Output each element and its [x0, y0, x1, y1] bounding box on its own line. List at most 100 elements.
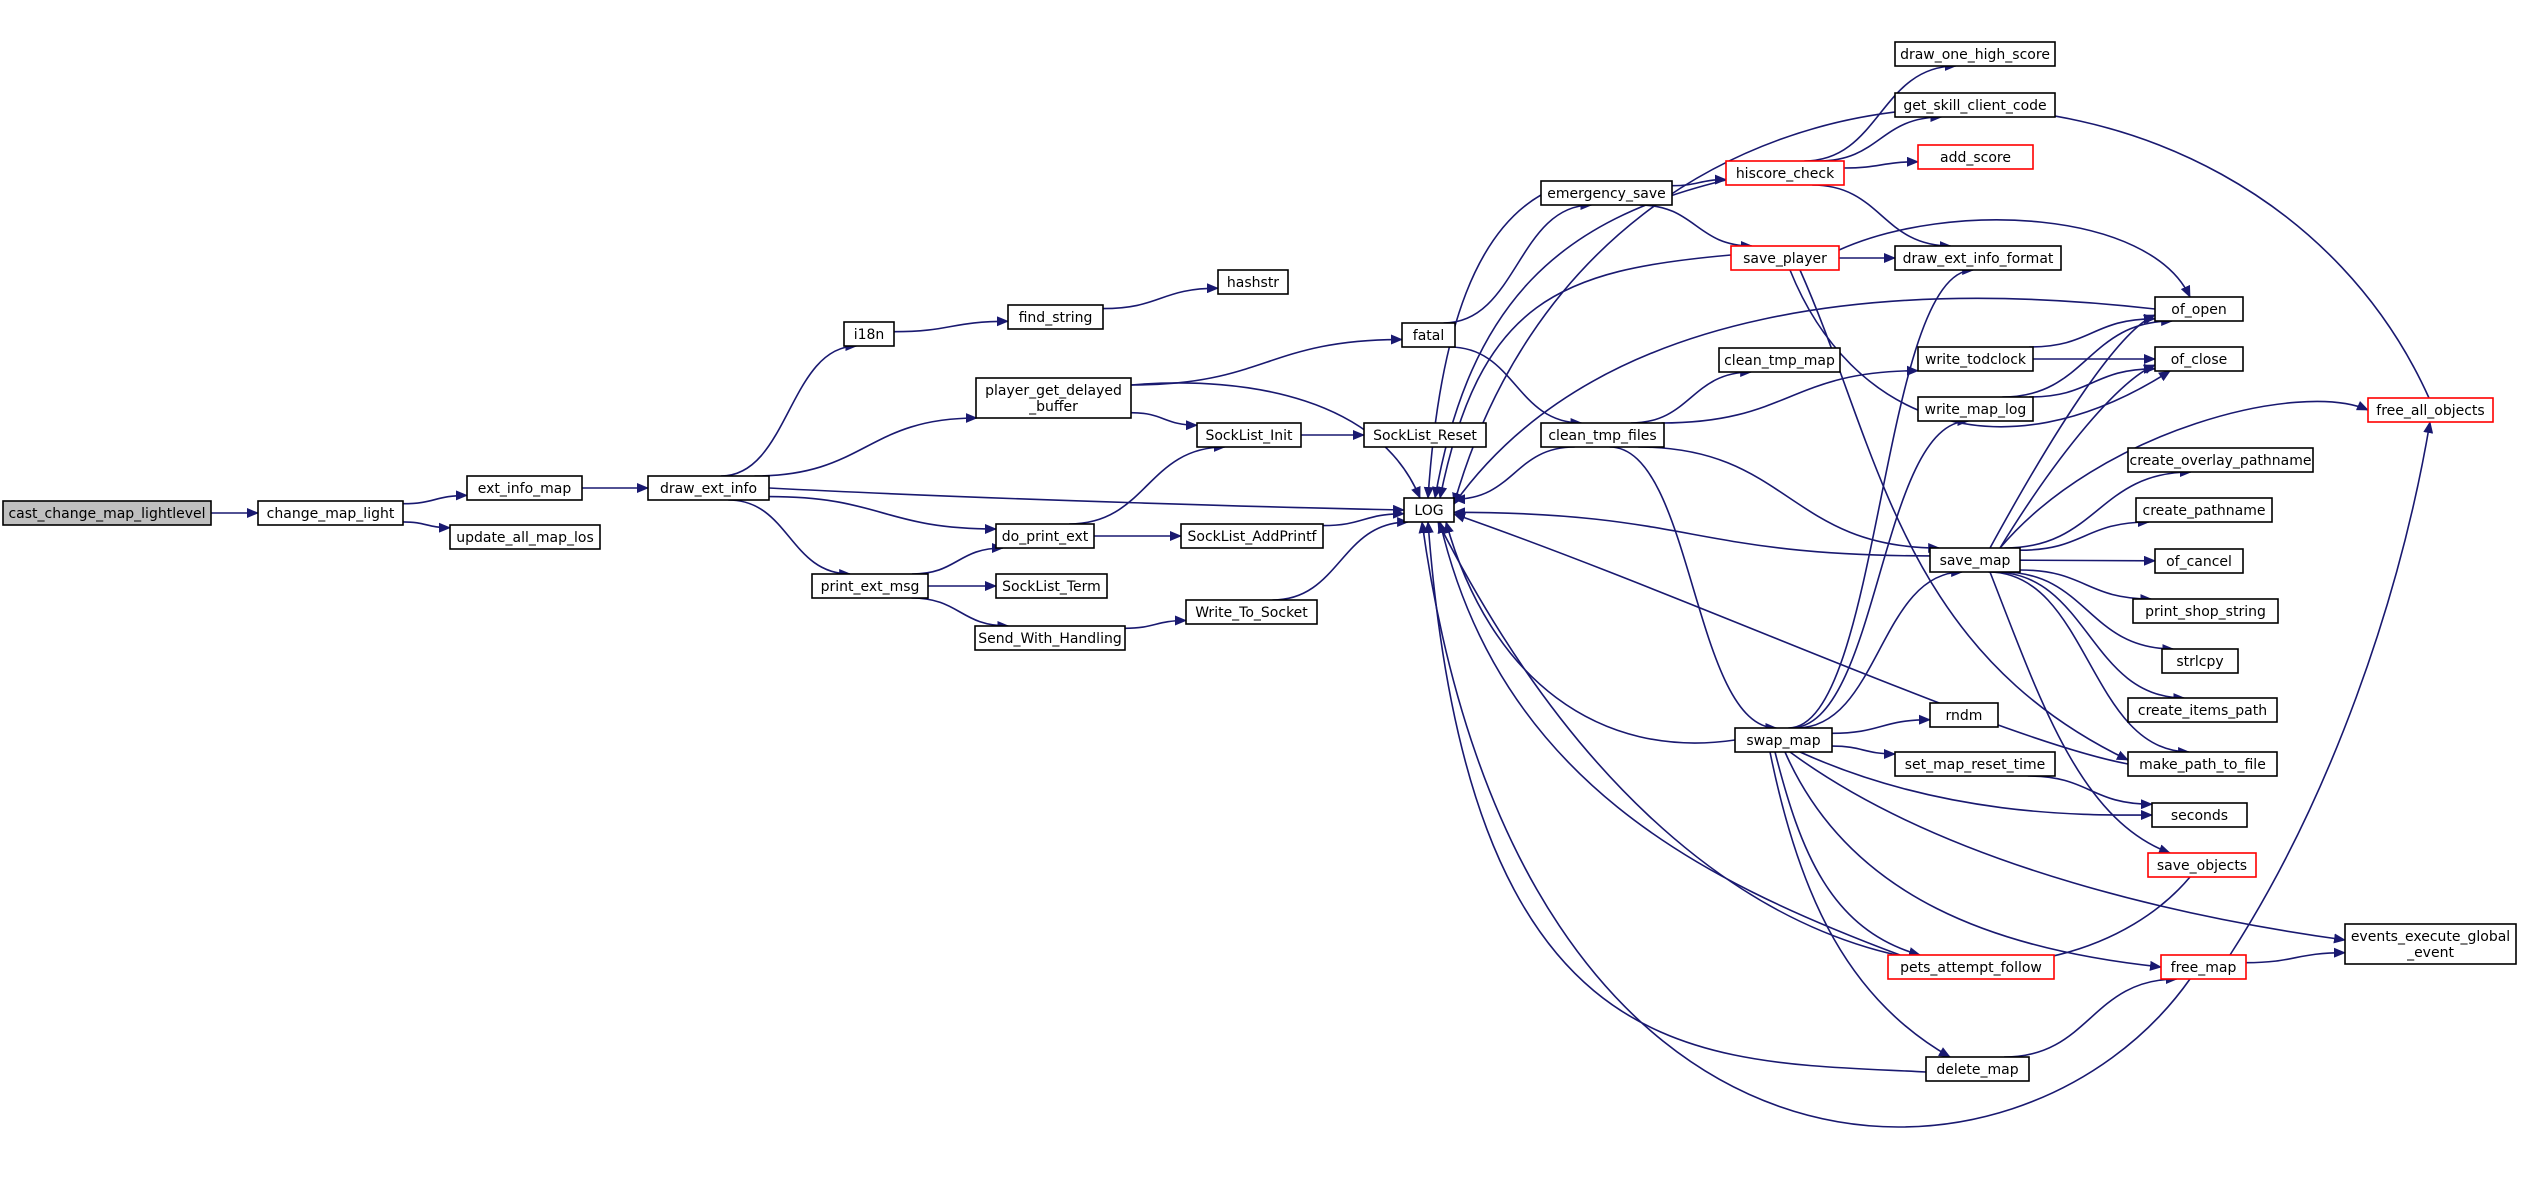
- node-box[interactable]: [466, 475, 583, 501]
- node-create_pathname[interactable]: create_pathname: [2135, 497, 2273, 523]
- node-box[interactable]: [975, 377, 1132, 419]
- node-Send_With_Handling[interactable]: Send_With_Handling: [974, 625, 1126, 651]
- node-box[interactable]: [1917, 396, 2034, 422]
- node-SockList_Term[interactable]: SockList_Term: [995, 573, 1108, 599]
- node-save_map[interactable]: save_map: [1929, 547, 2021, 573]
- node-box[interactable]: [2127, 751, 2278, 777]
- node-save_player[interactable]: save_player: [1730, 245, 1840, 271]
- node-draw_one_high_score[interactable]: draw_one_high_score: [1894, 41, 2056, 67]
- node-box[interactable]: [2161, 648, 2239, 674]
- node-ext_info_map[interactable]: ext_info_map: [466, 475, 583, 501]
- node-draw_ext_info[interactable]: draw_ext_info: [647, 475, 770, 501]
- node-find_string[interactable]: find_string: [1007, 304, 1104, 330]
- node-get_skill_client_code[interactable]: get_skill_client_code: [1894, 92, 2056, 118]
- node-make_path_to_file[interactable]: make_path_to_file: [2127, 751, 2278, 777]
- node-box[interactable]: [1403, 497, 1455, 523]
- node-strlcpy[interactable]: strlcpy: [2161, 648, 2239, 674]
- node-box[interactable]: [1925, 1056, 2030, 1082]
- node-box[interactable]: [1540, 180, 1673, 206]
- node-box[interactable]: [995, 573, 1108, 599]
- node-hashstr[interactable]: hashstr: [1217, 269, 1289, 295]
- node-do_print_ext[interactable]: do_print_ext: [995, 523, 1095, 549]
- node-box[interactable]: [257, 500, 404, 526]
- node-rndm[interactable]: rndm: [1929, 702, 1999, 728]
- node-box[interactable]: [1363, 422, 1487, 448]
- node-create_overlay_pathname[interactable]: create_overlay_pathname: [2127, 447, 2314, 473]
- node-box[interactable]: [1196, 422, 1302, 448]
- node-pets_attempt_follow[interactable]: pets_attempt_follow: [1887, 954, 2055, 980]
- node-i18n[interactable]: i18n: [843, 321, 895, 347]
- node-box[interactable]: [1917, 144, 2034, 170]
- node-box[interactable]: [1894, 245, 2062, 271]
- node-box[interactable]: [843, 321, 895, 347]
- node-box[interactable]: [1007, 304, 1104, 330]
- node-box[interactable]: [2160, 954, 2247, 980]
- node-box[interactable]: [1929, 547, 2021, 573]
- node-hiscore_check[interactable]: hiscore_check: [1725, 160, 1845, 186]
- node-LOG[interactable]: LOG: [1403, 497, 1455, 523]
- node-SockList_AddPrintf[interactable]: SockList_AddPrintf: [1180, 523, 1324, 549]
- node-box[interactable]: [1734, 727, 1833, 753]
- node-box[interactable]: [1718, 347, 1841, 373]
- node-box[interactable]: [1540, 422, 1665, 448]
- node-player_get_delayed_buffer[interactable]: player_get_delayed_buffer: [975, 377, 1132, 419]
- node-box[interactable]: [2147, 852, 2257, 878]
- node-events_execute_global_event[interactable]: events_execute_global_event: [2344, 923, 2517, 965]
- node-box[interactable]: [2127, 697, 2278, 723]
- node-fatal[interactable]: fatal: [1401, 322, 1456, 348]
- node-box[interactable]: [449, 524, 601, 550]
- node-print_ext_msg[interactable]: print_ext_msg: [811, 573, 929, 599]
- node-box[interactable]: [2154, 346, 2244, 372]
- node-box[interactable]: [811, 573, 929, 599]
- node-box[interactable]: [1180, 523, 1324, 549]
- node-box[interactable]: [1217, 269, 1289, 295]
- node-clean_tmp_files[interactable]: clean_tmp_files: [1540, 422, 1665, 448]
- node-box[interactable]: [1894, 751, 2056, 777]
- node-box[interactable]: [2367, 397, 2494, 423]
- node-box[interactable]: [647, 475, 770, 501]
- node-box[interactable]: [2344, 923, 2517, 965]
- node-box[interactable]: [2, 500, 212, 526]
- node-set_map_reset_time[interactable]: set_map_reset_time: [1894, 751, 2056, 777]
- node-box[interactable]: [1917, 346, 2034, 372]
- node-box[interactable]: [2132, 598, 2279, 624]
- node-swap_map[interactable]: swap_map: [1734, 727, 1833, 753]
- node-update_all_map_los[interactable]: update_all_map_los: [449, 524, 601, 550]
- node-clean_tmp_map[interactable]: clean_tmp_map: [1718, 347, 1841, 373]
- node-free_all_objects[interactable]: free_all_objects: [2367, 397, 2494, 423]
- node-box[interactable]: [1401, 322, 1456, 348]
- node-box[interactable]: [1894, 41, 2056, 67]
- node-of_open[interactable]: of_open: [2154, 296, 2244, 322]
- node-box[interactable]: [974, 625, 1126, 651]
- node-cast_change_map_lightlevel[interactable]: cast_change_map_lightlevel: [2, 500, 212, 526]
- node-emergency_save[interactable]: emergency_save: [1540, 180, 1673, 206]
- node-box[interactable]: [1894, 92, 2056, 118]
- node-free_map[interactable]: free_map: [2160, 954, 2247, 980]
- node-create_items_path[interactable]: create_items_path: [2127, 697, 2278, 723]
- node-add_score[interactable]: add_score: [1917, 144, 2034, 170]
- node-box[interactable]: [1185, 599, 1318, 625]
- node-box[interactable]: [995, 523, 1095, 549]
- node-box[interactable]: [2127, 447, 2314, 473]
- node-SockList_Init[interactable]: SockList_Init: [1196, 422, 1302, 448]
- node-box[interactable]: [2151, 802, 2248, 828]
- node-print_shop_string[interactable]: print_shop_string: [2132, 598, 2279, 624]
- node-box[interactable]: [1887, 954, 2055, 980]
- node-box[interactable]: [2154, 548, 2244, 574]
- node-box[interactable]: [1730, 245, 1840, 271]
- node-change_map_light[interactable]: change_map_light: [257, 500, 404, 526]
- node-delete_map[interactable]: delete_map: [1925, 1056, 2030, 1082]
- node-Write_To_Socket[interactable]: Write_To_Socket: [1185, 599, 1318, 625]
- node-write_map_log[interactable]: write_map_log: [1917, 396, 2034, 422]
- node-box[interactable]: [1929, 702, 1999, 728]
- node-SockList_Reset[interactable]: SockList_Reset: [1363, 422, 1487, 448]
- node-box[interactable]: [1725, 160, 1845, 186]
- node-of_cancel[interactable]: of_cancel: [2154, 548, 2244, 574]
- node-seconds[interactable]: seconds: [2151, 802, 2248, 828]
- node-save_objects[interactable]: save_objects: [2147, 852, 2257, 878]
- node-draw_ext_info_format[interactable]: draw_ext_info_format: [1894, 245, 2062, 271]
- node-write_todclock[interactable]: write_todclock: [1917, 346, 2034, 372]
- node-of_close[interactable]: of_close: [2154, 346, 2244, 372]
- node-box[interactable]: [2154, 296, 2244, 322]
- node-box[interactable]: [2135, 497, 2273, 523]
